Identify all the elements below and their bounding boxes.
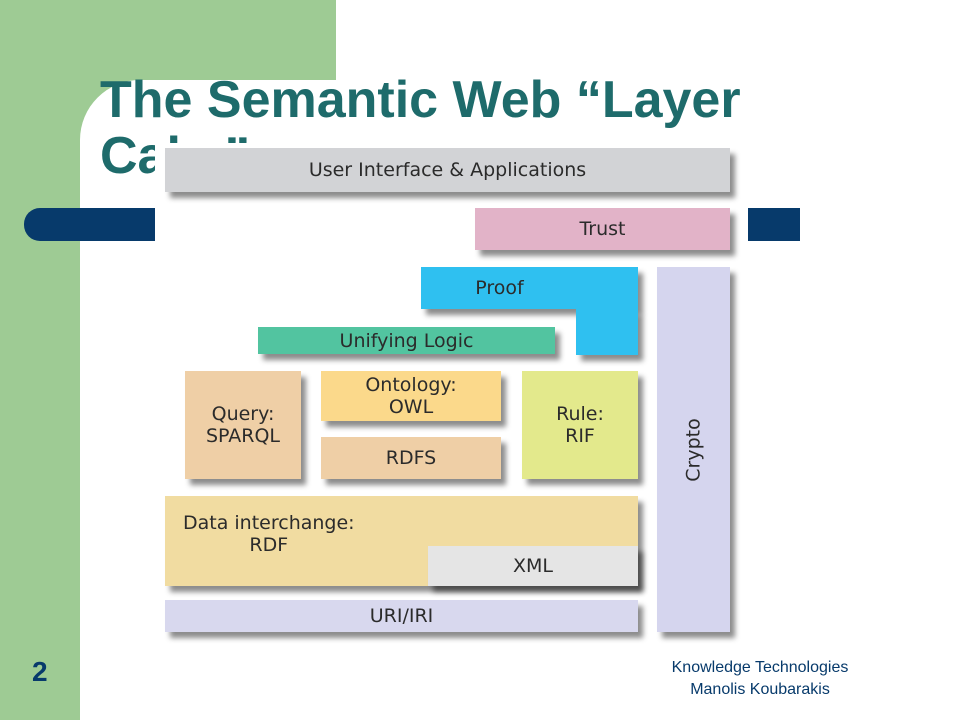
layer-query: Query: SPARQL <box>185 371 301 479</box>
slide-number: 2 <box>32 656 48 687</box>
left-green-band <box>0 0 80 720</box>
layer-uri: URI/IRI <box>165 600 638 632</box>
layer-trust: Trust <box>475 208 730 250</box>
layer-data-interchange-label: Data interchange: RDF <box>183 512 355 556</box>
footer: Knowledge Technologies Manolis Koubaraki… <box>620 657 900 701</box>
layer-ontology: Ontology: OWL <box>321 371 501 421</box>
slide-title: The Semantic Web “Layer Cake” <box>100 71 741 184</box>
layer-rdfs: RDFS <box>321 437 501 479</box>
layer-ui: User Interface & Applications <box>165 148 730 192</box>
layer-rule: Rule: RIF <box>522 371 638 479</box>
top-green-band <box>80 0 336 80</box>
footer-course: Knowledge Technologies <box>671 659 849 676</box>
footer-author: Manolis Koubarakis <box>690 681 830 698</box>
layer-proof: Proof <box>421 267 638 309</box>
layer-xml: XML <box>428 546 638 586</box>
layer-crypto: Crypto <box>657 267 730 632</box>
title-underline-left <box>24 208 164 241</box>
layer-crypto-label: Crypto <box>682 417 705 482</box>
layer-proof-label: Proof <box>475 277 524 299</box>
layer-cake-diagram: User Interface & Applications Trust Proo… <box>155 143 745 643</box>
title-underline-right <box>748 208 800 241</box>
layer-proof-leg <box>576 309 638 355</box>
layer-unifying-logic: Unifying Logic <box>258 327 555 354</box>
